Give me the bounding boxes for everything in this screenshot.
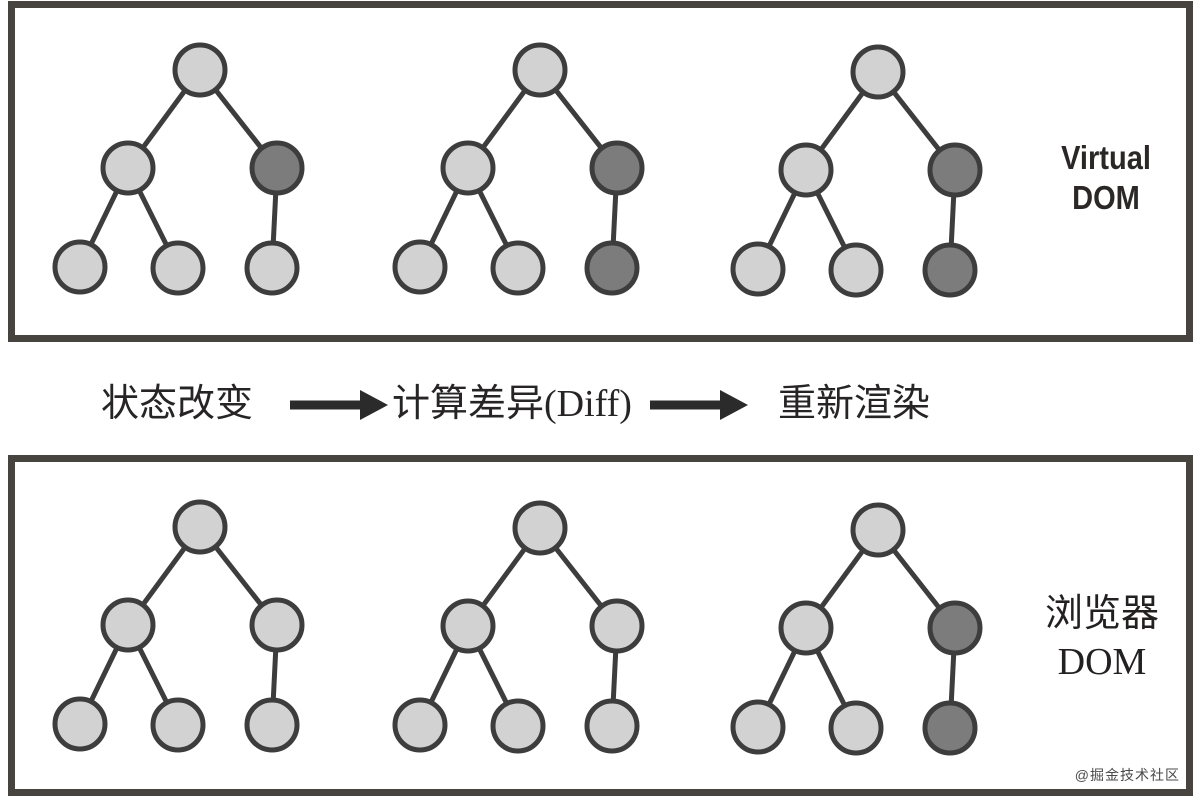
tree-node [392, 239, 448, 295]
tree-node [512, 42, 568, 98]
virtual-dom-box: Virtual DOM [8, 1, 1193, 342]
tree-node [778, 600, 834, 656]
tree-node [584, 698, 640, 754]
tree-node [150, 697, 206, 753]
tree-node-changed [584, 240, 640, 296]
virtual-dom-tree-3 [730, 44, 983, 298]
tree-node [150, 240, 206, 296]
browser-dom-label: 浏览器 DOM [1002, 590, 1200, 686]
tree-node [730, 699, 786, 755]
tree-node [52, 239, 108, 295]
tree-node [392, 697, 448, 753]
tree-node [828, 700, 884, 756]
flow-step-compute-diff: 计算差异(Diff) [392, 383, 632, 425]
flow-step-state-change: 状态改变 [101, 383, 254, 425]
arrow-right-icon [290, 390, 388, 420]
tree-node [490, 698, 546, 754]
tree-node [100, 140, 156, 196]
browser-dom-tree-1 [52, 499, 305, 753]
tree-node [730, 241, 786, 297]
browser-dom-box: 浏览器 DOM @掘金技术社区 [8, 455, 1193, 796]
tree-node [440, 598, 496, 654]
arrow-right-icon [650, 390, 748, 420]
tree-node [490, 240, 546, 296]
tree-node [172, 499, 228, 555]
browser-dom-tree-3 [730, 502, 983, 756]
tree-node [828, 242, 884, 298]
flow-step-rerender: 重新渲染 [778, 383, 931, 425]
tree-node-changed [922, 700, 978, 756]
tree-node [778, 142, 834, 198]
tree-node-changed [922, 242, 978, 298]
tree-node [52, 696, 108, 752]
tree-node-changed [927, 600, 983, 656]
virtual-dom-label: Virtual DOM [1018, 138, 1194, 218]
tree-node [512, 500, 568, 556]
virtual-dom-tree-1 [52, 42, 305, 296]
tree-node [249, 597, 305, 653]
tree-node [850, 44, 906, 100]
virtual-dom-tree-2 [392, 42, 645, 296]
tree-node [244, 240, 300, 296]
browser-dom-label-line2: DOM [1057, 641, 1147, 683]
tree-node [244, 697, 300, 753]
watermark: @掘金技术社区 [1074, 767, 1180, 783]
virtual-dom-label-line2: DOM [1072, 179, 1140, 216]
browser-dom-tree-2 [392, 500, 645, 754]
tree-node-changed [927, 142, 983, 198]
tree-node-changed [249, 140, 305, 196]
tree-node [172, 42, 228, 98]
tree-node-changed [589, 140, 645, 196]
browser-dom-label-line1: 浏览器 [1044, 593, 1159, 635]
tree-node [440, 140, 496, 196]
virtual-dom-label-line1: Virtual [1061, 139, 1151, 176]
tree-node [589, 598, 645, 654]
tree-node [850, 502, 906, 558]
tree-node [100, 597, 156, 653]
